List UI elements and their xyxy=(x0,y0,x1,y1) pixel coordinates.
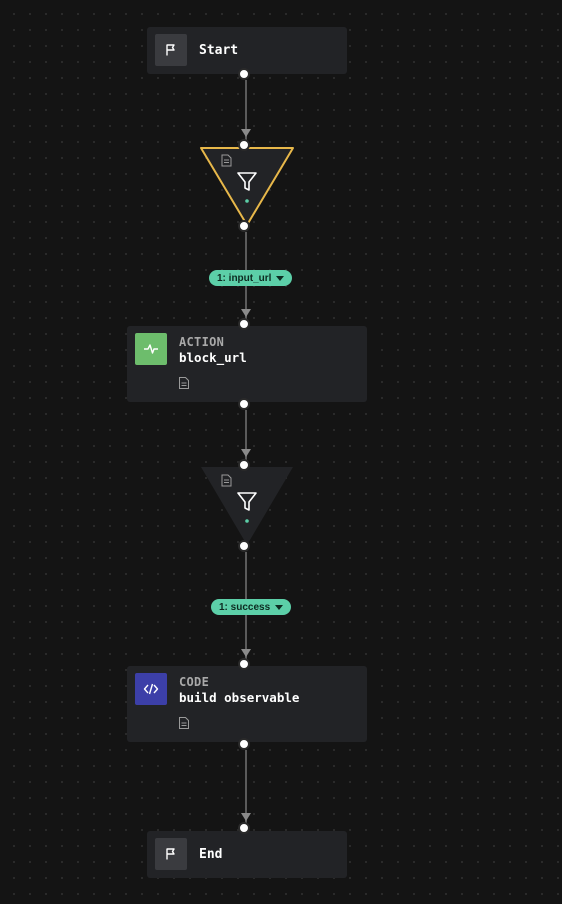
filter-icon xyxy=(237,172,257,191)
output-port-action[interactable] xyxy=(238,398,250,410)
activity-icon xyxy=(135,333,167,365)
end-node-title: End xyxy=(199,847,223,862)
output-port-filter2[interactable] xyxy=(238,540,250,552)
output-port-code[interactable] xyxy=(238,738,250,750)
action-node-block-url[interactable]: ACTION block_url xyxy=(127,326,367,402)
document-icon xyxy=(221,474,232,487)
chevron-down-icon xyxy=(275,604,284,610)
start-node[interactable]: Start xyxy=(147,27,347,74)
input-port-action[interactable] xyxy=(238,318,250,330)
block-name-label: build observable xyxy=(179,690,300,705)
end-node[interactable]: End xyxy=(147,831,347,878)
status-dot xyxy=(245,199,249,203)
input-port-filter2[interactable] xyxy=(238,459,250,471)
arrow-down-icon xyxy=(241,129,251,137)
block-type-label: CODE xyxy=(179,675,210,689)
document-icon[interactable] xyxy=(179,377,189,389)
flag-icon xyxy=(155,34,187,66)
connector-action-filter2 xyxy=(245,410,247,460)
branch-chip-input-url[interactable]: 1: input_url xyxy=(209,270,293,286)
connector-code-end xyxy=(245,750,247,824)
arrow-down-icon xyxy=(241,309,251,317)
arrow-down-icon xyxy=(241,649,251,657)
arrow-down-icon xyxy=(241,449,251,457)
input-port-filter1[interactable] xyxy=(238,139,250,151)
document-icon[interactable] xyxy=(179,717,189,729)
flag-icon xyxy=(155,838,187,870)
arrow-down-icon xyxy=(241,813,251,821)
branch-chip-label: 1: input_url xyxy=(217,272,272,284)
input-port-end[interactable] xyxy=(238,822,250,834)
start-node-title: Start xyxy=(199,43,239,58)
status-dot xyxy=(245,519,249,523)
connector-start-filter1 xyxy=(245,80,247,140)
block-name-label: block_url xyxy=(179,350,247,365)
filter-node-2[interactable] xyxy=(197,465,297,547)
branch-chip-success[interactable]: 1: success xyxy=(211,599,292,615)
filter-icon xyxy=(237,492,257,511)
output-port-start[interactable] xyxy=(238,68,250,80)
code-node-build-observable[interactable]: CODE build observable xyxy=(127,666,367,742)
block-type-label: ACTION xyxy=(179,335,225,349)
input-port-code[interactable] xyxy=(238,658,250,670)
branch-chip-label: 1: success xyxy=(219,601,271,613)
code-icon xyxy=(135,673,167,705)
document-icon xyxy=(221,154,232,167)
chevron-down-icon xyxy=(276,275,285,281)
filter-node-1[interactable] xyxy=(197,145,297,227)
output-port-filter1[interactable] xyxy=(238,220,250,232)
